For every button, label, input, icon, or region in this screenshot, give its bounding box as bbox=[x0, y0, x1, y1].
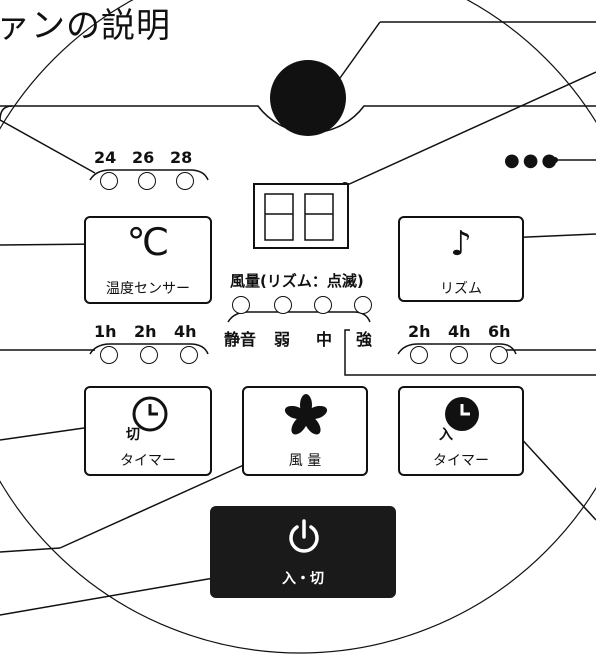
on-timer-6h: 6h bbox=[488, 322, 511, 341]
on-timer-button[interactable]: 入 タイマー bbox=[398, 386, 524, 476]
temp-led-26 bbox=[138, 172, 156, 190]
off-timer-button[interactable]: 切 タイマー bbox=[84, 386, 212, 476]
temp-label-24: 24 bbox=[94, 148, 117, 167]
wind-level-weak: 弱 bbox=[274, 330, 291, 349]
temp-led-24 bbox=[100, 172, 118, 190]
rhythm-label: リズム bbox=[440, 281, 482, 297]
panel-corner-left bbox=[0, 105, 13, 121]
on-timer-2h: 2h bbox=[408, 322, 431, 341]
power-icon bbox=[289, 519, 319, 553]
temperature-sensor-button[interactable]: ℃ 温度センサー bbox=[84, 216, 212, 304]
power-button[interactable]: 入・切 bbox=[210, 506, 396, 598]
off-timer-led-4h bbox=[180, 346, 198, 364]
wind-led-mid bbox=[314, 296, 332, 314]
off-badge: 切 bbox=[126, 427, 140, 443]
temp-led-28 bbox=[176, 172, 194, 190]
on-badge: 入 bbox=[439, 427, 453, 443]
on-timer-led-6h bbox=[490, 346, 508, 364]
fan-icon bbox=[284, 394, 328, 435]
sensor-label: 温度センサー bbox=[106, 281, 190, 297]
temp-label-28: 28 bbox=[170, 148, 193, 167]
on-timer-led-4h bbox=[450, 346, 468, 364]
wind-led-strong bbox=[354, 296, 372, 314]
clock-icon bbox=[132, 396, 168, 432]
fan-volume-button[interactable]: 風 量 bbox=[242, 386, 368, 476]
temp-label-26: 26 bbox=[132, 148, 155, 167]
rhythm-button[interactable]: ♪ リズム bbox=[398, 216, 524, 302]
more-indicator: ●●● bbox=[504, 150, 561, 171]
off-timer-2h: 2h bbox=[134, 322, 157, 341]
music-note-icon: ♪ bbox=[450, 224, 472, 264]
power-label: 入・切 bbox=[282, 571, 324, 587]
page-title: ァンの説明 bbox=[0, 6, 171, 46]
off-timer-1h: 1h bbox=[94, 322, 117, 341]
fan-label: 風 量 bbox=[288, 453, 322, 469]
on-timer-label: タイマー bbox=[433, 453, 489, 469]
celsius-icon: ℃ bbox=[126, 220, 170, 264]
off-timer-label: タイマー bbox=[120, 453, 176, 469]
wind-volume-title: 風量(リズム：点滅) bbox=[230, 272, 364, 290]
off-timer-led-1h bbox=[100, 346, 118, 364]
wind-level-strong: 強 bbox=[356, 330, 373, 349]
wind-led-weak bbox=[274, 296, 292, 314]
wind-level-mid: 中 bbox=[316, 330, 333, 349]
wind-level-quiet: 静音 bbox=[224, 330, 257, 349]
off-timer-led-2h bbox=[140, 346, 158, 364]
off-timer-4h: 4h bbox=[174, 322, 197, 341]
on-timer-4h: 4h bbox=[448, 322, 471, 341]
light-sensor bbox=[270, 60, 346, 136]
clock-filled-icon bbox=[445, 397, 479, 431]
on-timer-led-2h bbox=[410, 346, 428, 364]
wind-led-quiet bbox=[232, 296, 250, 314]
